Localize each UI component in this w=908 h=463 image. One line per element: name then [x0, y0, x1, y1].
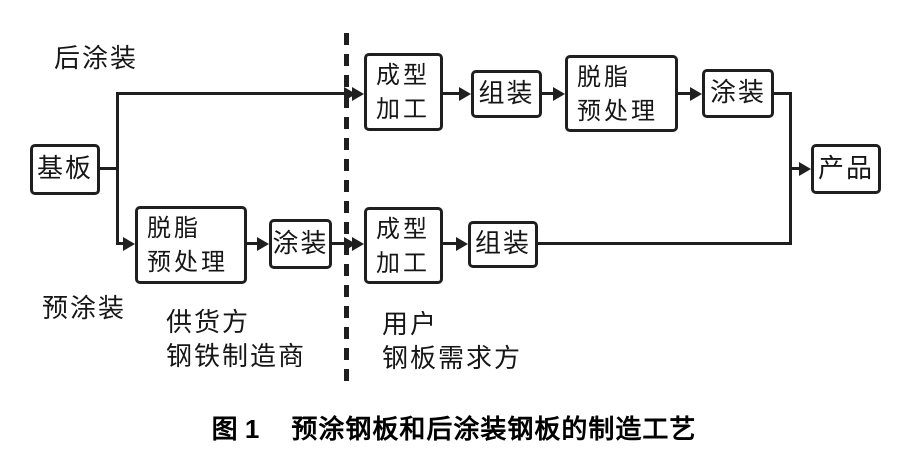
node-bottom-coating: 涂装: [269, 219, 332, 269]
arrowhead-icon: [123, 237, 135, 251]
label-post-coating: 后涂装: [54, 44, 139, 74]
arrowhead-icon: [553, 87, 565, 101]
flow-line-top-forming-assembly: [443, 92, 461, 95]
flow-line-top-degrease-coating: [677, 92, 692, 95]
flow-line-bottom-assembly-out: [535, 242, 792, 245]
label-user: 用户 钢板需求方: [382, 310, 523, 374]
figure-caption-number: 图 1: [211, 414, 260, 444]
figure-caption-title: 预涂钢板和后涂装钢板的制造工艺: [291, 414, 697, 444]
arrowhead-icon: [459, 87, 471, 101]
flow-line-substrate-stub: [97, 167, 119, 170]
flow-line-top-main: [116, 92, 346, 95]
arrowhead-icon: [352, 87, 364, 101]
node-top-forming: 成型 加工: [364, 53, 443, 131]
arrowhead-icon: [352, 237, 364, 251]
node-top-assembly: 组装: [471, 70, 542, 118]
flow-line-branch-vertical: [116, 92, 119, 245]
flow-line-bottom-coating-forming: [332, 242, 346, 245]
arrowhead-icon: [690, 87, 702, 101]
label-supplier: 供货方 钢铁制造商: [166, 308, 307, 372]
arrowhead-icon: [257, 237, 269, 251]
flow-line-into-bottom-degrease: [116, 242, 126, 245]
arrowhead-icon: [456, 237, 468, 251]
label-pre-coating: 预涂装: [42, 294, 127, 324]
node-top-coating: 涂装: [702, 69, 774, 118]
flow-line-top-coating-out: [772, 92, 792, 95]
node-bottom-degrease-pretreat: 脱脂 预处理: [135, 206, 247, 284]
flow-line-bottom-forming-assembly: [443, 242, 458, 245]
flow-line-into-product: [789, 167, 800, 170]
flow-line-bottom-degrease-coating: [247, 242, 259, 245]
dashed-divider-line: [344, 33, 349, 382]
node-substrate: 基板: [30, 144, 100, 195]
node-top-degrease-pretreat: 脱脂 预处理: [565, 55, 678, 132]
arrowhead-icon: [799, 162, 811, 176]
flow-line-top-assembly-degrease: [542, 92, 555, 95]
node-bottom-assembly: 组装: [468, 221, 538, 268]
figure-caption: 图 1 预涂钢板和后涂装钢板的制造工艺: [0, 409, 908, 446]
node-bottom-forming: 成型 加工: [364, 207, 443, 284]
node-product: 产品: [811, 144, 881, 194]
